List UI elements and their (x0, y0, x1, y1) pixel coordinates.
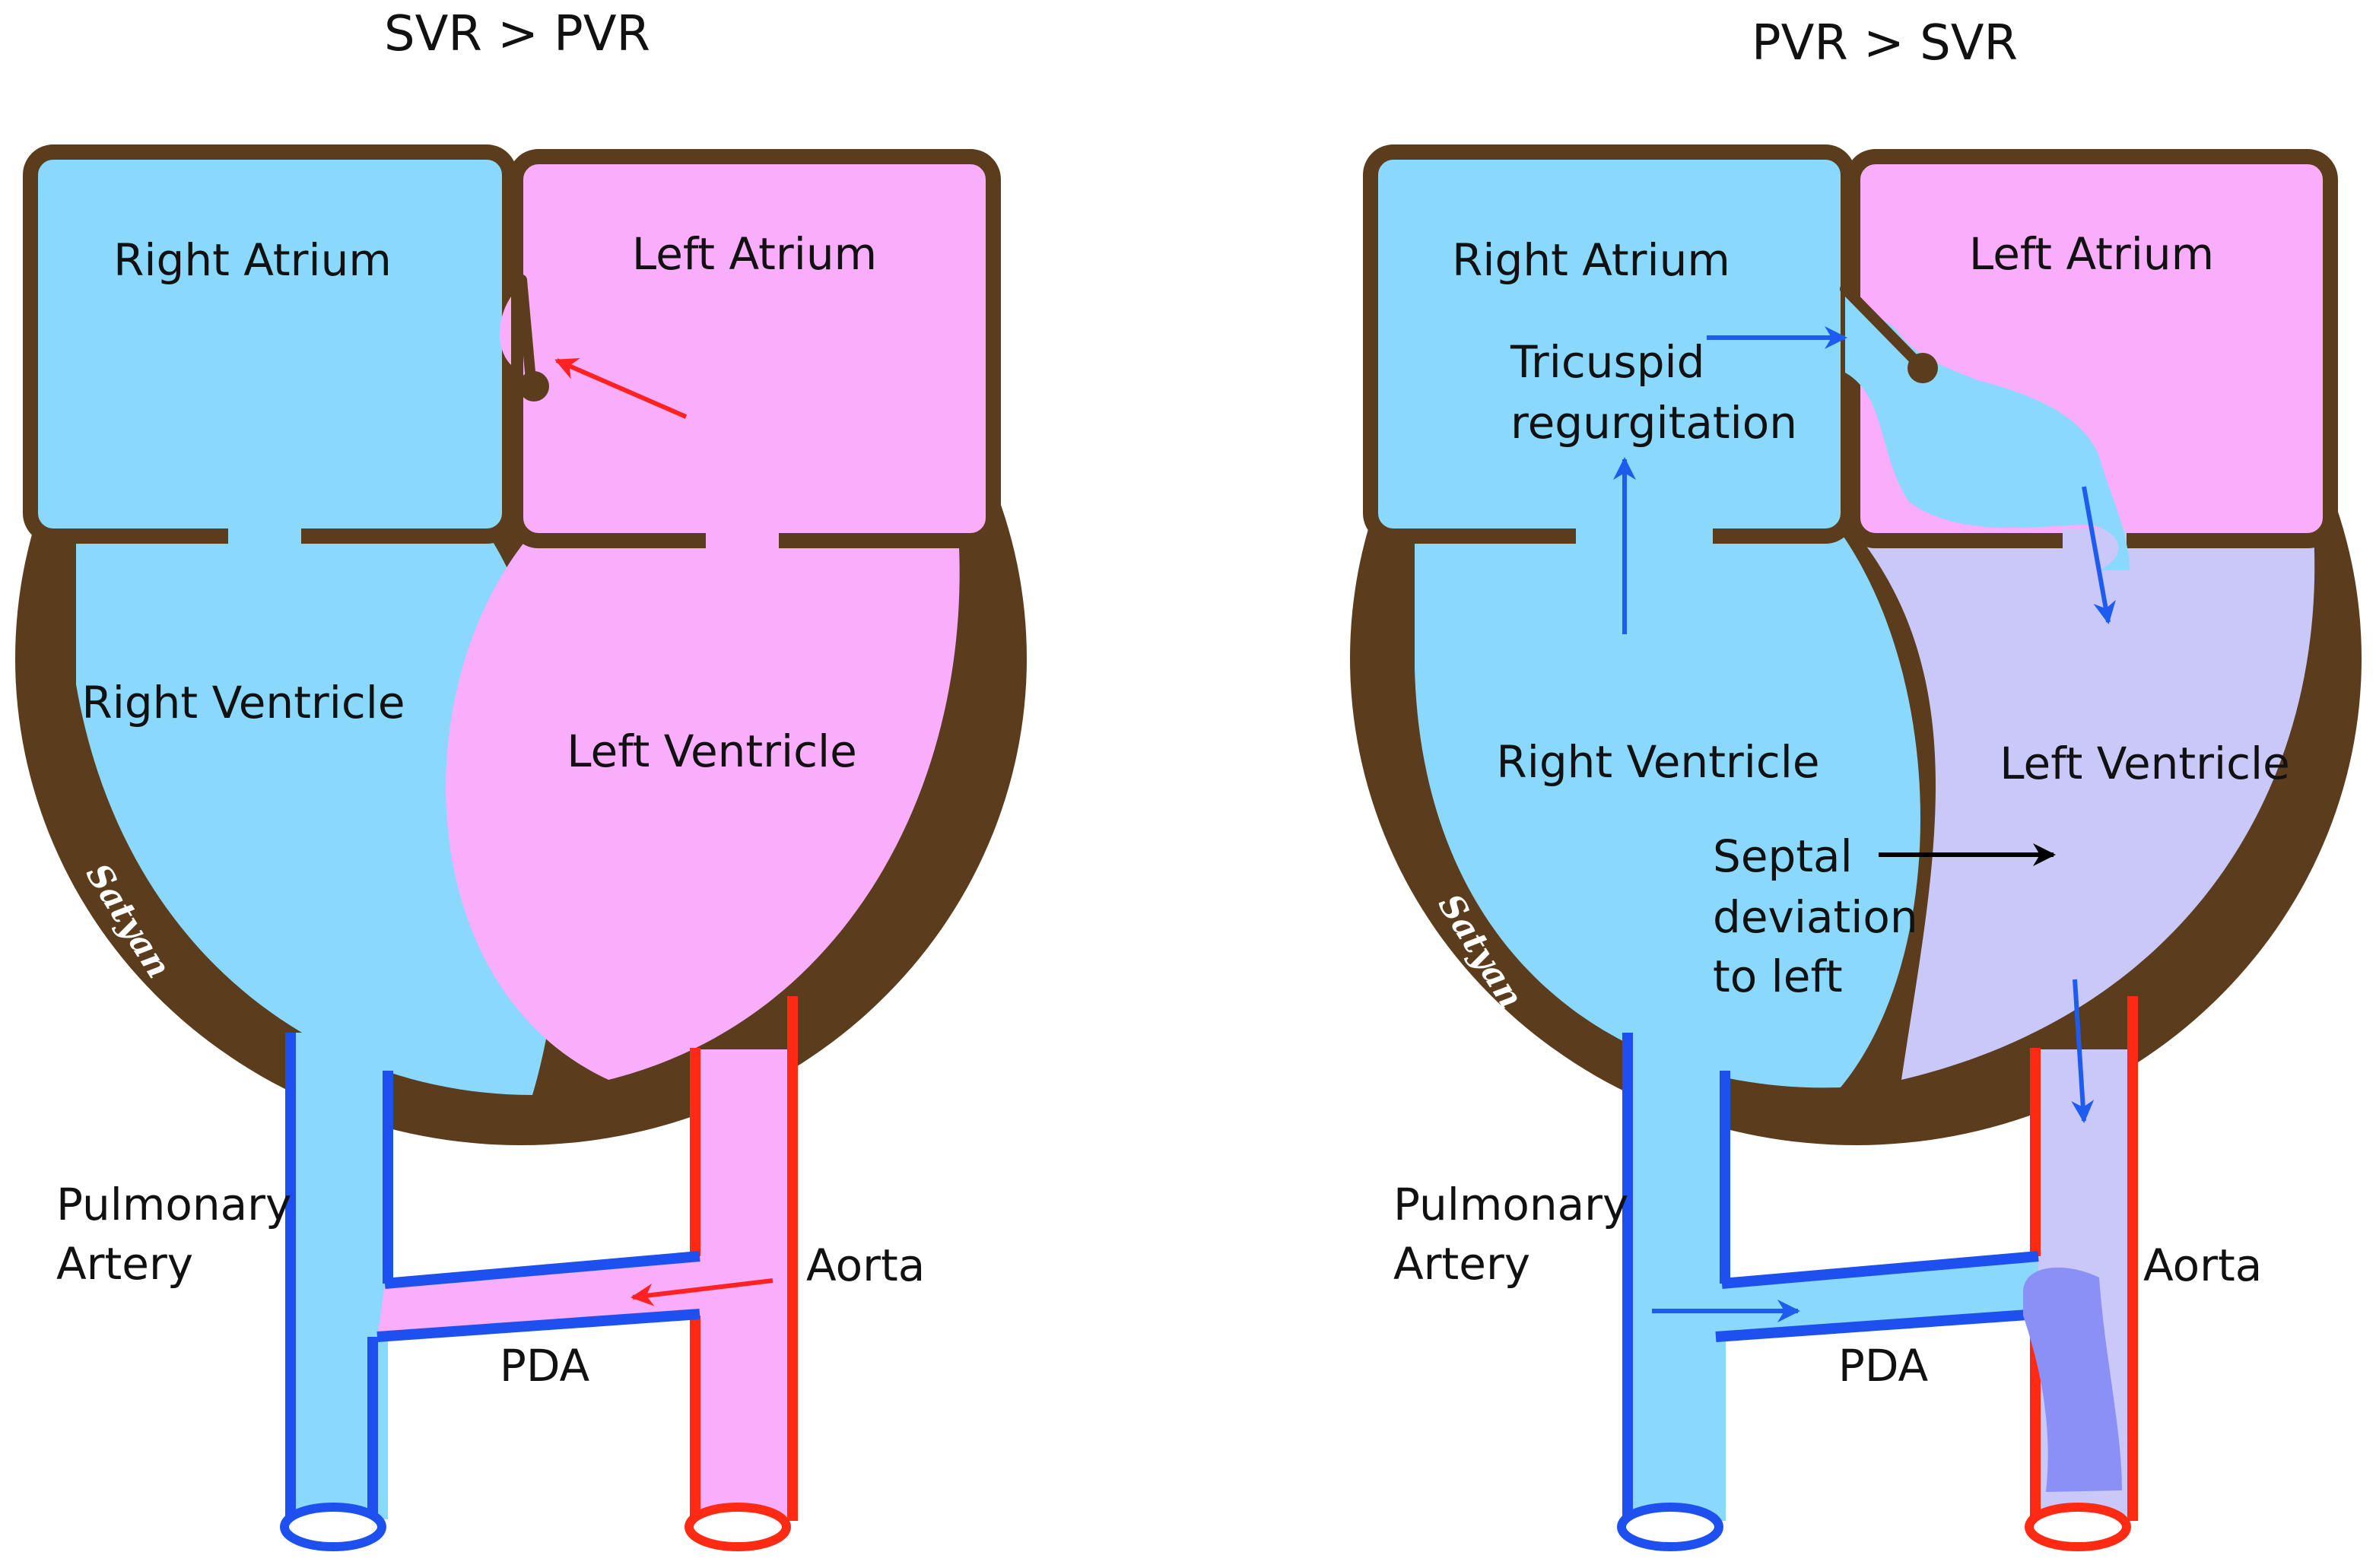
aorta-outlet (685, 1503, 791, 1551)
mitral-opening (706, 529, 779, 555)
panel-title: PVR > SVR (1752, 15, 2018, 71)
pulmonary-artery-label-line1: Pulmonary (56, 1179, 291, 1230)
aorta-outlet (2025, 1503, 2131, 1551)
aorta-to-pda-flow-arrow (631, 1278, 773, 1306)
left-atrium-label: Left Atrium (632, 228, 877, 280)
pulmonary-artery-outlet (280, 1503, 386, 1551)
right-ventricle-label: Right Ventricle (81, 677, 405, 728)
pda-wall-upper (384, 1251, 700, 1289)
left-ventricle-to-aorta-arrow (2071, 979, 2095, 1123)
panel-svr-gt-pvr: SVR > PVR (15, 6, 1027, 1551)
right-ventricle-cavity (1415, 532, 1920, 1088)
septal-deviation-label-line3: to left (1713, 951, 1843, 1002)
foramen-ovale-hinge (1907, 353, 1938, 383)
left-ventricle-label: Left Ventricle (567, 725, 857, 777)
pda-label: PDA (500, 1340, 590, 1392)
tricuspid-regurgitation-label-line2: regurgitation (1510, 397, 1797, 449)
foramen-ovale-hinge (519, 371, 549, 402)
pda-label: PDA (1838, 1340, 1929, 1392)
right-ventricle-cavity (76, 532, 563, 1095)
pda-wall-upper (1721, 1251, 2039, 1289)
left-ventricle-cavity (446, 532, 960, 1080)
panel-pvr-gt-svr: PVR > SVR (1350, 15, 2362, 1551)
left-ventricle-label: Left Ventricle (2000, 738, 2290, 789)
pulmonary-artery-label-line2: Artery (56, 1238, 193, 1290)
left-atrium-label: Left Atrium (1969, 228, 2214, 280)
tricuspid-regurgitation-label-line1: Tricuspid (1510, 336, 1704, 388)
right-atrium-label: Right Atrium (1452, 234, 1730, 286)
foramen-ovale-shunt (500, 297, 511, 365)
right-atrium-chamber (23, 144, 517, 544)
left-atrium-to-ventricle-arrow (2082, 486, 2116, 624)
pulmonary-artery-lumen (1628, 1033, 1725, 1519)
left-to-right-atrial-flow-arrow (554, 358, 688, 419)
right-atrium-label: Right Atrium (113, 234, 392, 286)
pulmonary-artery-label-line1: Pulmonary (1393, 1179, 1628, 1230)
foramen-ovale-flap (1840, 284, 1922, 367)
septal-deviation-label-line2: deviation (1713, 891, 1918, 943)
right-ventricle-label: Right Ventricle (1496, 736, 1819, 788)
pulmonary-artery-label-line2: Artery (1393, 1238, 1530, 1290)
left-ventricle-cavity (1856, 532, 2315, 1080)
pda-wall-lower (1715, 1309, 2039, 1342)
pulmonary-artery-outlet (1617, 1503, 1723, 1551)
pda-wall-lower (376, 1309, 700, 1342)
foramen-ovale-flap (516, 275, 536, 386)
aorta-label: Aorta (2143, 1239, 2262, 1291)
pda-jet-into-aorta (2023, 1267, 2122, 1492)
tricuspid-opening (1576, 525, 1713, 551)
tricuspid-opening (228, 525, 301, 551)
septal-deviation-label-line1: Septal (1713, 830, 1853, 882)
panel-title: SVR > PVR (384, 6, 650, 62)
left-atrium-chamber (508, 149, 1001, 548)
aorta-label: Aorta (806, 1239, 925, 1291)
